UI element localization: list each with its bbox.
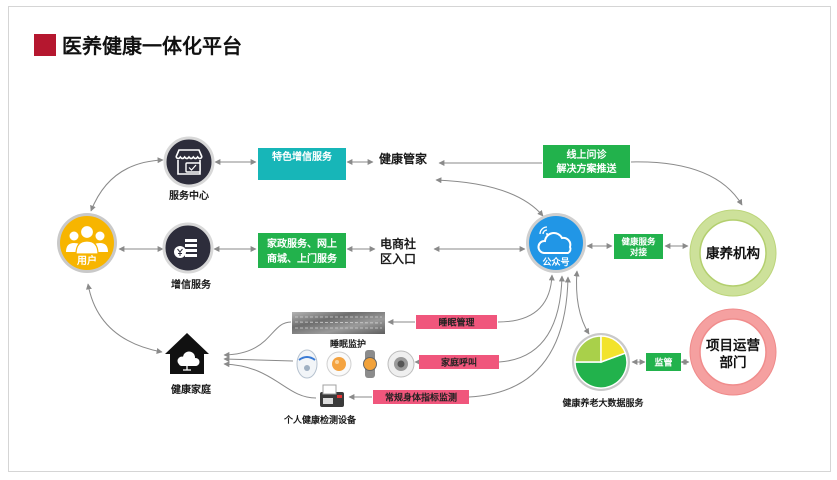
ecommerce-entry-line-2: 区入口	[380, 252, 416, 266]
project-ops-inner	[699, 318, 767, 386]
care-institution-inner	[699, 219, 767, 287]
arrow-service-center-user	[90, 157, 164, 212]
arrow-routine-monitoring-official-account	[468, 276, 571, 398]
official-account-label: 公众号	[542, 256, 569, 268]
personal-health-device: 个人健康检测设备	[283, 384, 357, 426]
sleep-monitor-label: 睡眠监护	[330, 338, 366, 350]
featured-credit-box: 特色增信服务	[258, 148, 346, 180]
home-services-box-bg	[258, 233, 346, 268]
smart-watch-device	[363, 350, 377, 378]
care-institution-node: 康养机构	[689, 209, 777, 297]
connector-group	[85, 157, 743, 400]
home-services-line-2: 商城、上门服务	[267, 252, 338, 265]
slide-frame	[8, 6, 831, 472]
project-ops-node: 项目运营 部门	[689, 308, 777, 396]
personal-device-label: 个人健康检测设备	[283, 414, 357, 426]
home-services-box: 家政服务、网上 商城、上门服务	[258, 233, 346, 268]
credit-service-node: 增信服务	[162, 222, 214, 291]
online-consult-box: 线上问诊 解决方案推送	[543, 145, 630, 178]
healthy-home-label: 健康家庭	[171, 383, 212, 396]
arrow-consult-care-institution	[630, 161, 743, 206]
pie-slice-yellow	[600, 335, 627, 364]
wearable-fob-device	[296, 349, 318, 379]
health-docking-box: 健康服务 对接	[614, 234, 663, 259]
supervision-box-bg	[646, 353, 681, 371]
service-center-circle	[163, 136, 215, 188]
sleep-monitor-strip	[292, 312, 385, 334]
arrow-personal-device-home	[223, 361, 317, 399]
home-services-line-1: 家政服务、网上	[267, 237, 337, 250]
cloud-wifi-icon	[537, 226, 572, 254]
pie-chart-icon	[574, 335, 628, 389]
routine-monitoring-label: 常规身体指标监测	[385, 392, 457, 404]
sleep-monitor-device: 睡眠监护	[292, 312, 385, 350]
user-label: 用户	[76, 254, 97, 267]
healthy-home-node: 健康家庭	[165, 333, 212, 396]
online-consult-box-bg	[543, 145, 630, 178]
sleep-management-label: 睡眠管理	[438, 317, 474, 329]
arrow-user-healthy-home	[85, 283, 163, 354]
health-docking-line-1: 健康服务	[621, 237, 656, 248]
family-call-label: 家庭呼叫	[441, 357, 477, 369]
supervision-box: 监管	[646, 353, 681, 371]
health-docking-box-bg	[614, 234, 663, 259]
arrow-sleep-management-official-account	[497, 274, 555, 323]
family-call-bar: 家庭呼叫	[419, 355, 499, 369]
online-consult-line-2: 解决方案推送	[557, 162, 618, 175]
user-node: 用户	[57, 213, 117, 273]
arrow-devices-home	[223, 356, 294, 363]
pie-slice-main	[574, 352, 628, 389]
service-center-node: 服务中心	[163, 136, 215, 202]
featured-credit-label: 特色增信服务	[272, 150, 333, 163]
ecommerce-entry-line-1: 电商社	[380, 236, 416, 251]
house-cloud-icon	[165, 333, 209, 374]
arrow-sleep-monitor-home	[223, 321, 292, 358]
official-account-node: 公众号	[526, 213, 586, 273]
big-data-node: 健康养老大数据服务	[562, 333, 644, 409]
arrow-official-account-big-data	[573, 270, 590, 335]
health-docking-line-2: 对接	[630, 247, 648, 258]
round-sensor-device	[387, 350, 415, 378]
big-data-label: 健康养老大数据服务	[562, 397, 644, 409]
routine-monitoring-bar-bg	[373, 390, 469, 404]
coin-stack-icon	[174, 239, 197, 258]
call-button-device	[326, 351, 352, 377]
title-square	[34, 34, 56, 56]
online-consult-line-1: 线上问诊	[567, 148, 608, 161]
page-title: 医养健康一体化平台	[62, 34, 242, 58]
shop-icon	[175, 149, 203, 175]
credit-service-circle	[162, 222, 214, 274]
arrow-family-call-official-account	[498, 275, 565, 363]
supervision-label: 监管	[654, 357, 672, 369]
users-icon	[66, 224, 108, 255]
home-call-devices	[296, 349, 415, 379]
health-butler-label: 健康管家	[379, 151, 428, 166]
featured-credit-box-bg	[258, 148, 346, 180]
pie-slice-light	[574, 335, 602, 363]
project-ops-line-1: 项目运营	[706, 337, 760, 354]
routine-monitoring-bar: 常规身体指标监测	[373, 390, 469, 404]
arrow-butler-official-account	[435, 177, 544, 217]
sleep-management-bar-bg	[416, 315, 497, 329]
care-institution-label: 康养机构	[706, 245, 760, 262]
sleep-management-bar: 睡眠管理	[416, 315, 497, 329]
project-ops-line-2: 部门	[720, 354, 747, 371]
family-call-bar-bg	[419, 355, 499, 369]
credit-service-label: 增信服务	[171, 278, 212, 291]
service-center-label: 服务中心	[169, 189, 209, 202]
